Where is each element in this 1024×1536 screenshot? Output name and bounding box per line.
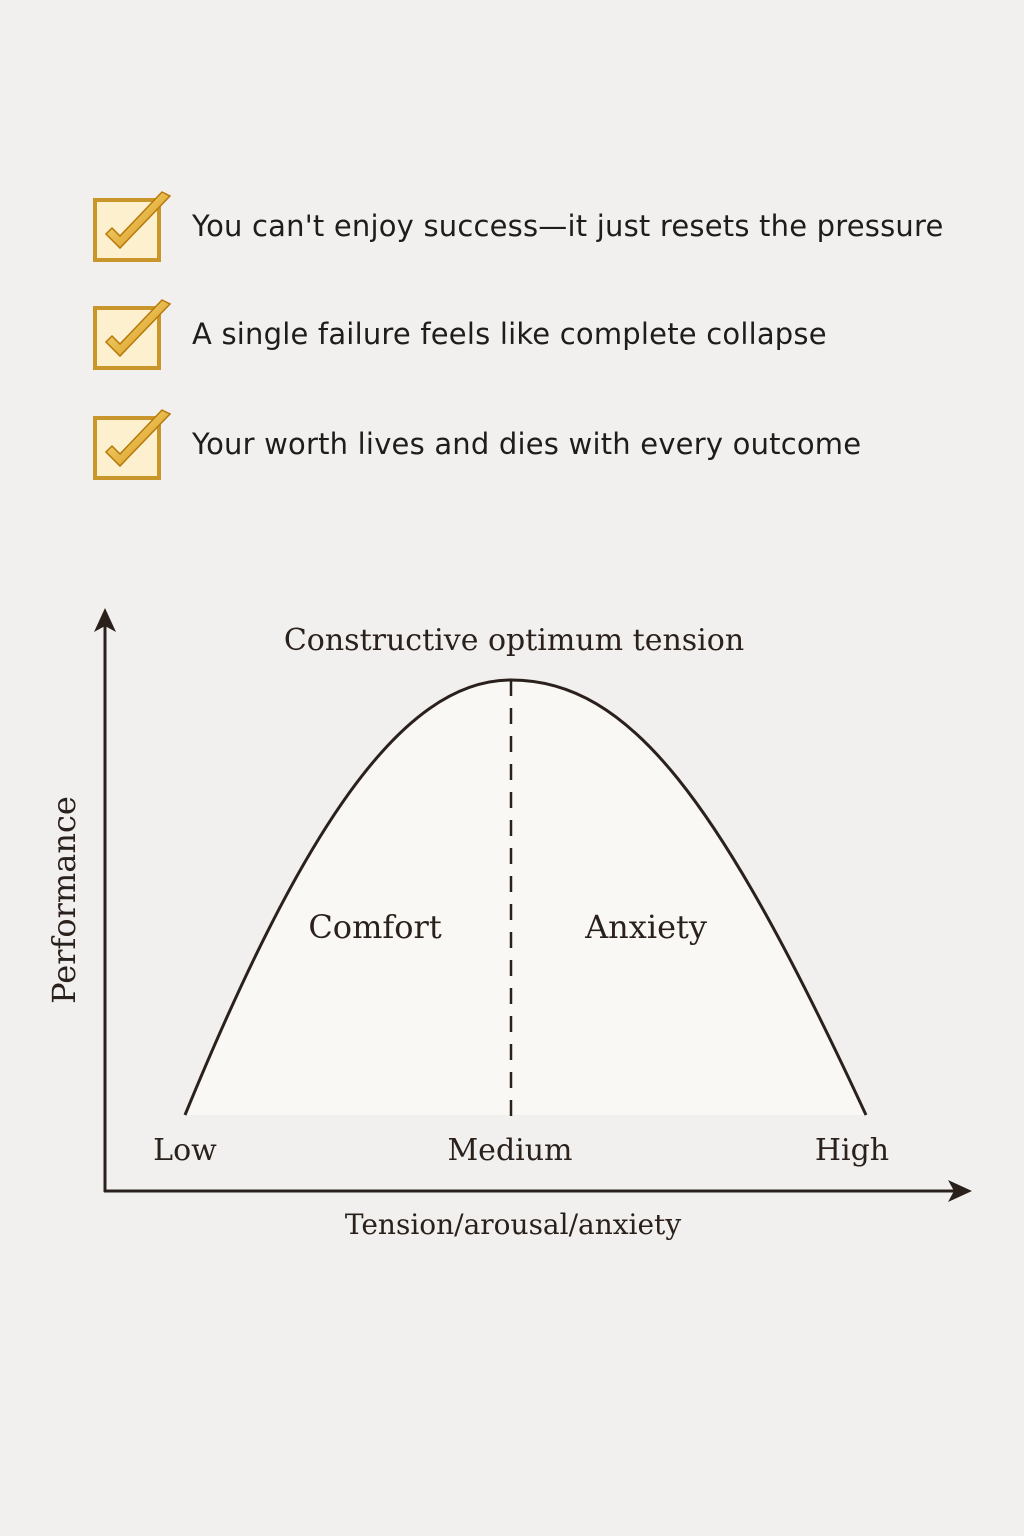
checkbox-checked-icon	[93, 191, 172, 262]
checklist-text: A single failure feels like complete col…	[192, 317, 827, 351]
x-tick-medium: Medium	[447, 1133, 572, 1168]
x-axis-arrow-icon	[948, 1180, 972, 1202]
y-axis-arrow-icon	[94, 608, 116, 632]
checklist-text: You can't enjoy success—it just resets t…	[192, 209, 944, 243]
checklist-item: Your worth lives and dies with every out…	[92, 406, 861, 482]
checklist-text: Your worth lives and dies with every out…	[192, 427, 862, 461]
checklist-item: You can't enjoy success—it just resets t…	[92, 188, 944, 264]
checkbox-checked-icon	[93, 299, 172, 370]
y-axis-label: Performance	[45, 796, 83, 1004]
x-axis-label: Tension/arousal/anxiety	[345, 1208, 681, 1241]
x-tick-low: Low	[153, 1133, 217, 1168]
diagram-title: Constructive optimum tension	[284, 623, 744, 658]
region-anxiety: Anxiety	[584, 908, 707, 946]
curve-fill	[185, 680, 866, 1115]
checklist-item: A single failure feels like complete col…	[92, 296, 827, 372]
region-comfort: Comfort	[308, 908, 442, 946]
checkbox-checked-icon	[93, 409, 172, 480]
x-tick-high: High	[815, 1133, 889, 1168]
